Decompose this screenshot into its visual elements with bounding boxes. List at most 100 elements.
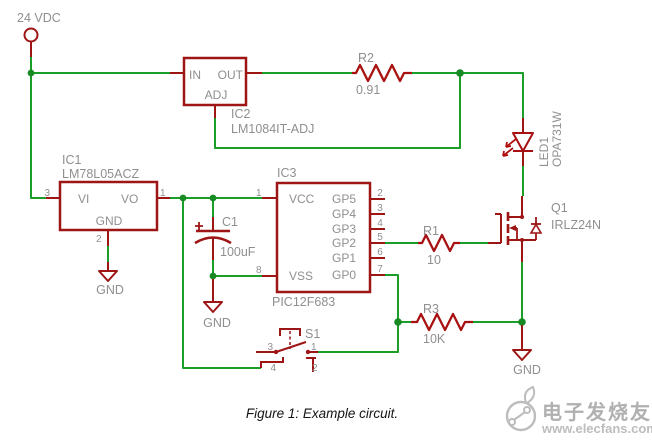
led1-ref: LED1 xyxy=(537,137,551,167)
wire-5v-to-s1 xyxy=(182,198,261,369)
gnd-label: GND xyxy=(203,316,231,330)
q1-part: IRLZ24N xyxy=(551,218,601,232)
junction-dots xyxy=(27,69,526,326)
junction-dot xyxy=(179,194,187,202)
ic3-pin-vcc-label: VCC xyxy=(289,192,315,206)
node-dot xyxy=(520,238,524,242)
elecfans-logo-icon xyxy=(505,385,537,432)
r1-resistor: R1 10 xyxy=(418,224,460,267)
figure-caption: Figure 1: Example circuit. xyxy=(246,406,398,421)
supply-label: 24 VDC xyxy=(17,11,61,25)
ic1-pin-number-3: 3 xyxy=(44,188,50,199)
s1-pin-number-2: 2 xyxy=(312,363,318,374)
gnd-label: GND xyxy=(96,283,124,297)
ic3-part: PIC12F683 xyxy=(272,295,335,309)
q1-mosfet: Q1 IRLZ24N xyxy=(488,196,601,262)
wire-supply-to-ic1 xyxy=(30,73,46,199)
logo-circle xyxy=(505,400,537,432)
gnd-icon xyxy=(512,349,532,361)
ic1-pin-number-2: 2 xyxy=(96,234,102,245)
contact-dot xyxy=(305,349,311,355)
led1-part: OPA731W xyxy=(550,111,564,167)
junction-dot xyxy=(209,194,217,202)
gnd-icon xyxy=(98,270,118,282)
resistor-icon xyxy=(411,312,473,332)
junction-dot xyxy=(394,318,402,326)
watermark-site-url: www.elecfans.com xyxy=(541,421,652,436)
led1: LED1 OPA731W xyxy=(502,111,564,167)
ic3-pin-number-4: 4 xyxy=(377,218,383,229)
ic1-pin-number-1: 1 xyxy=(160,188,166,199)
ic3-mcu: VCC VSS 1 8 GP5 GP4 GP3 GP2 GP1 GP0 2 3 … xyxy=(256,166,385,309)
r2-ref: R2 xyxy=(358,51,374,65)
s1-ref: S1 xyxy=(305,327,320,341)
watermark-site-name: 电子发烧友 xyxy=(542,400,652,424)
c1-capacitor: C1 100uF xyxy=(194,215,256,260)
wire-adj-feedback xyxy=(214,73,461,149)
ic3-pin-gp4-label: GP4 xyxy=(332,207,356,221)
plus-icon xyxy=(195,222,203,230)
ic1-pin-gnd-label: GND xyxy=(96,214,123,228)
ic2-pin-out-label: OUT xyxy=(218,68,244,82)
r3-ref: R3 xyxy=(423,302,439,316)
diode-icon xyxy=(529,222,543,234)
q1-ref: Q1 xyxy=(551,201,568,215)
c1-ref: C1 xyxy=(222,215,238,229)
light-arrow-icon xyxy=(505,138,517,148)
ic1-ref: IC1 xyxy=(62,153,82,167)
power-terminal: 24 VDC xyxy=(17,11,61,57)
ic1-pin-vi-label: VI xyxy=(78,192,89,206)
switch-actuator-icon xyxy=(279,328,301,336)
ic1-part: LM78L05ACZ xyxy=(62,167,139,181)
ic3-pin-number-6: 6 xyxy=(377,247,383,258)
logo-leaf xyxy=(523,385,536,404)
ic3-pin-number-8: 8 xyxy=(256,265,262,276)
ic2-pin-adj-label: ADJ xyxy=(205,88,228,102)
ic3-pin-number-1: 1 xyxy=(256,188,262,199)
r3-value: 10K xyxy=(423,332,446,346)
ic3-pin-gp1-label: GP1 xyxy=(332,251,356,265)
wire-node-to-led xyxy=(460,72,524,118)
ic3-pin-gp2-label: GP2 xyxy=(332,236,356,250)
r2-value: 0.91 xyxy=(356,83,380,97)
gnd-symbol-ic1: GND xyxy=(96,262,124,297)
junction-dot xyxy=(456,69,464,77)
r1-ref: R1 xyxy=(423,224,439,238)
switch-lever xyxy=(275,341,307,353)
ic3-pin-gp3-label: GP3 xyxy=(332,222,356,236)
gnd-label: GND xyxy=(513,363,541,377)
ic3-pin-vss-label: VSS xyxy=(289,269,313,283)
ic2-pin-in-label: IN xyxy=(189,68,201,82)
logo-pad xyxy=(508,418,516,426)
ic3-pin-gp5-label: GP5 xyxy=(332,192,356,206)
ic3-body xyxy=(275,181,372,294)
s1-switch: S1 3 4 1 2 xyxy=(256,327,320,374)
gnd-icon xyxy=(203,301,223,313)
supply-terminal-icon xyxy=(23,27,39,43)
ic1-regulator: VI VO GND 3 1 2 IC1 LM78L05ACZ xyxy=(44,153,170,246)
ic1-pin-vo-label: VO xyxy=(121,192,138,206)
ic3-pin-number-5: 5 xyxy=(377,232,383,243)
ic3-ref: IC3 xyxy=(277,166,297,180)
wire-s1-to-node xyxy=(318,322,399,353)
s1-pin-number-1: 1 xyxy=(311,342,317,353)
wire-gp0-down xyxy=(385,274,399,322)
s1-pin2 xyxy=(306,357,316,372)
c1-plate-bottom xyxy=(194,236,232,245)
wires xyxy=(30,57,524,369)
mosfet-arrow-icon xyxy=(509,225,516,231)
ic3-pin-gp0-label: GP0 xyxy=(332,268,356,282)
gnd-symbol-c1: GND xyxy=(203,279,231,330)
ic3-pin-number-7: 7 xyxy=(377,264,383,275)
junction-dot xyxy=(27,69,35,77)
junction-dot xyxy=(209,272,217,280)
node-dot xyxy=(520,215,524,219)
ic2-ref: IC2 xyxy=(231,107,251,121)
r1-value: 10 xyxy=(427,253,441,267)
ic3-pin-number-2: 2 xyxy=(377,188,383,199)
light-arrow-icon xyxy=(502,147,514,157)
r3-resistor: R3 10K xyxy=(411,302,473,346)
r2-resistor: R2 0.91 xyxy=(352,51,412,97)
